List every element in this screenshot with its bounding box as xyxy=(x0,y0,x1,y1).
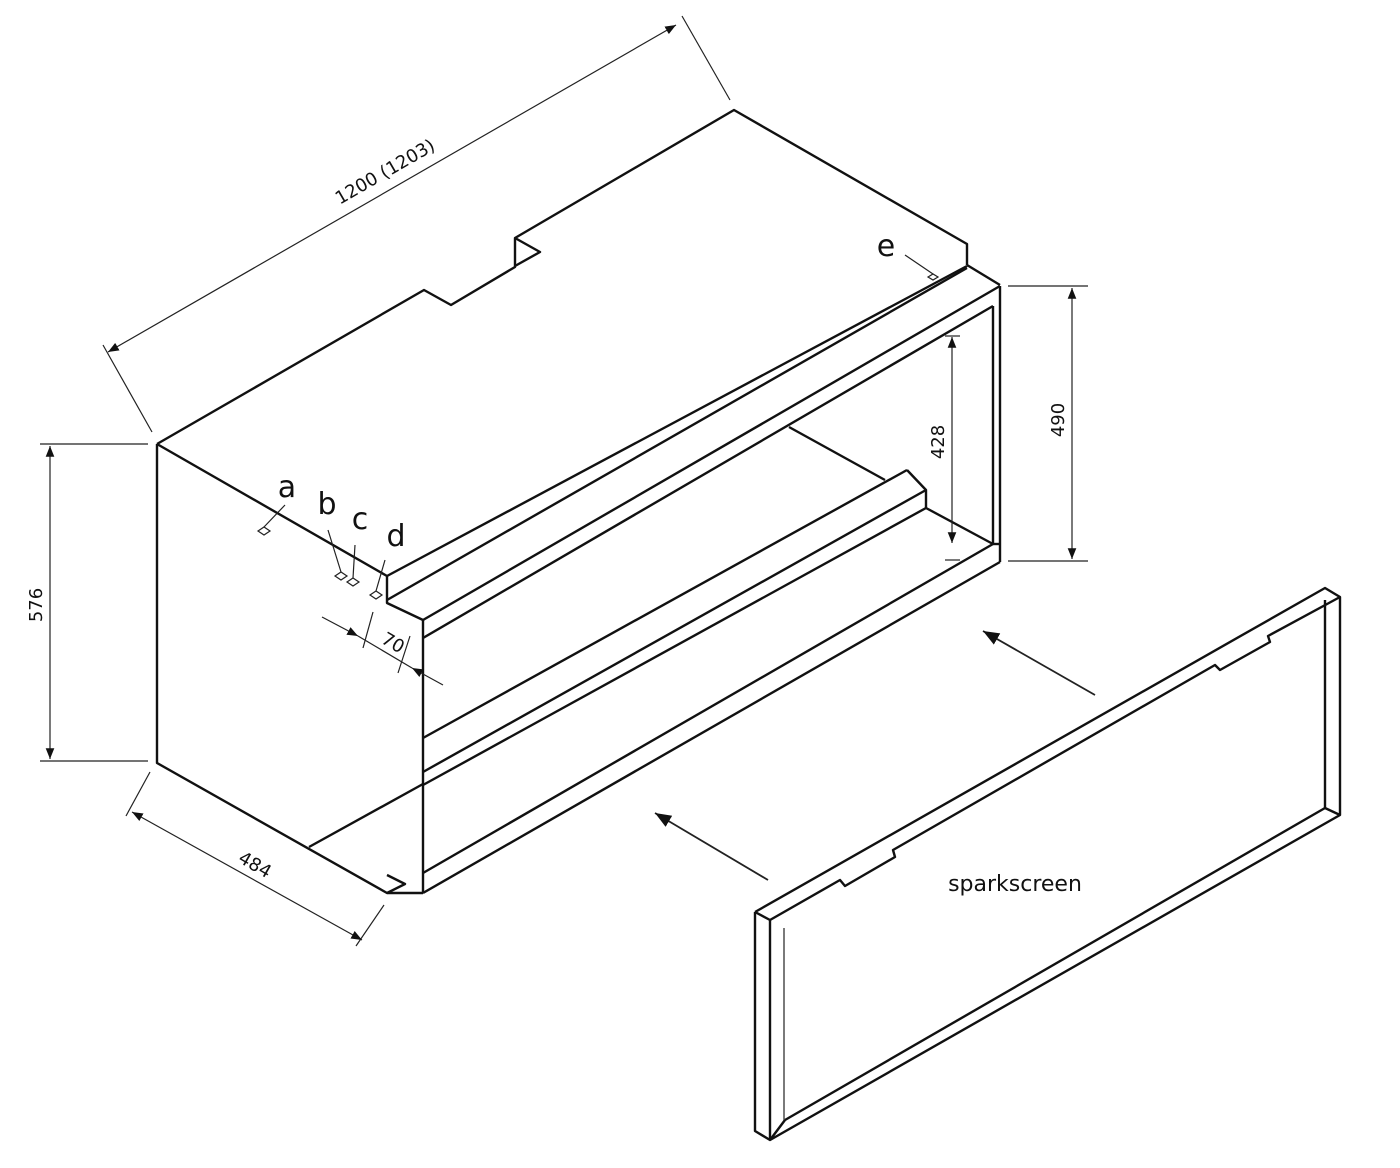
sparkscreen-label: sparkscreen xyxy=(948,872,1082,897)
label-d: d xyxy=(386,519,405,554)
arrow-icon xyxy=(654,812,769,881)
connector-e-icon xyxy=(926,273,940,281)
connector-b-icon xyxy=(333,571,349,581)
connector-d-icon xyxy=(368,590,384,600)
connection-labels: a b c d e xyxy=(278,229,895,554)
arrow-icon xyxy=(982,630,1096,696)
dimension-frame-height: 490 xyxy=(1048,403,1069,437)
label-b: b xyxy=(317,487,336,522)
label-c: c xyxy=(352,502,369,537)
dimension-length: 1200 (1203) xyxy=(332,135,439,209)
dimension-lines: 1200 (1203) 576 484 490 428 70 xyxy=(26,15,1088,947)
dimension-height: 576 xyxy=(26,588,47,622)
sparkscreen: sparkscreen xyxy=(753,586,1342,1142)
dimension-depth: 484 xyxy=(235,848,275,883)
label-e: e xyxy=(877,229,895,264)
connector-a-icon xyxy=(256,526,272,536)
label-a: a xyxy=(278,470,296,505)
insertion-arrows xyxy=(654,630,1096,881)
dimension-opening-height: 428 xyxy=(928,425,949,459)
connector-c-icon xyxy=(345,577,361,587)
dimension-rail-depth: 70 xyxy=(378,628,408,658)
firebox-body xyxy=(155,108,1002,895)
